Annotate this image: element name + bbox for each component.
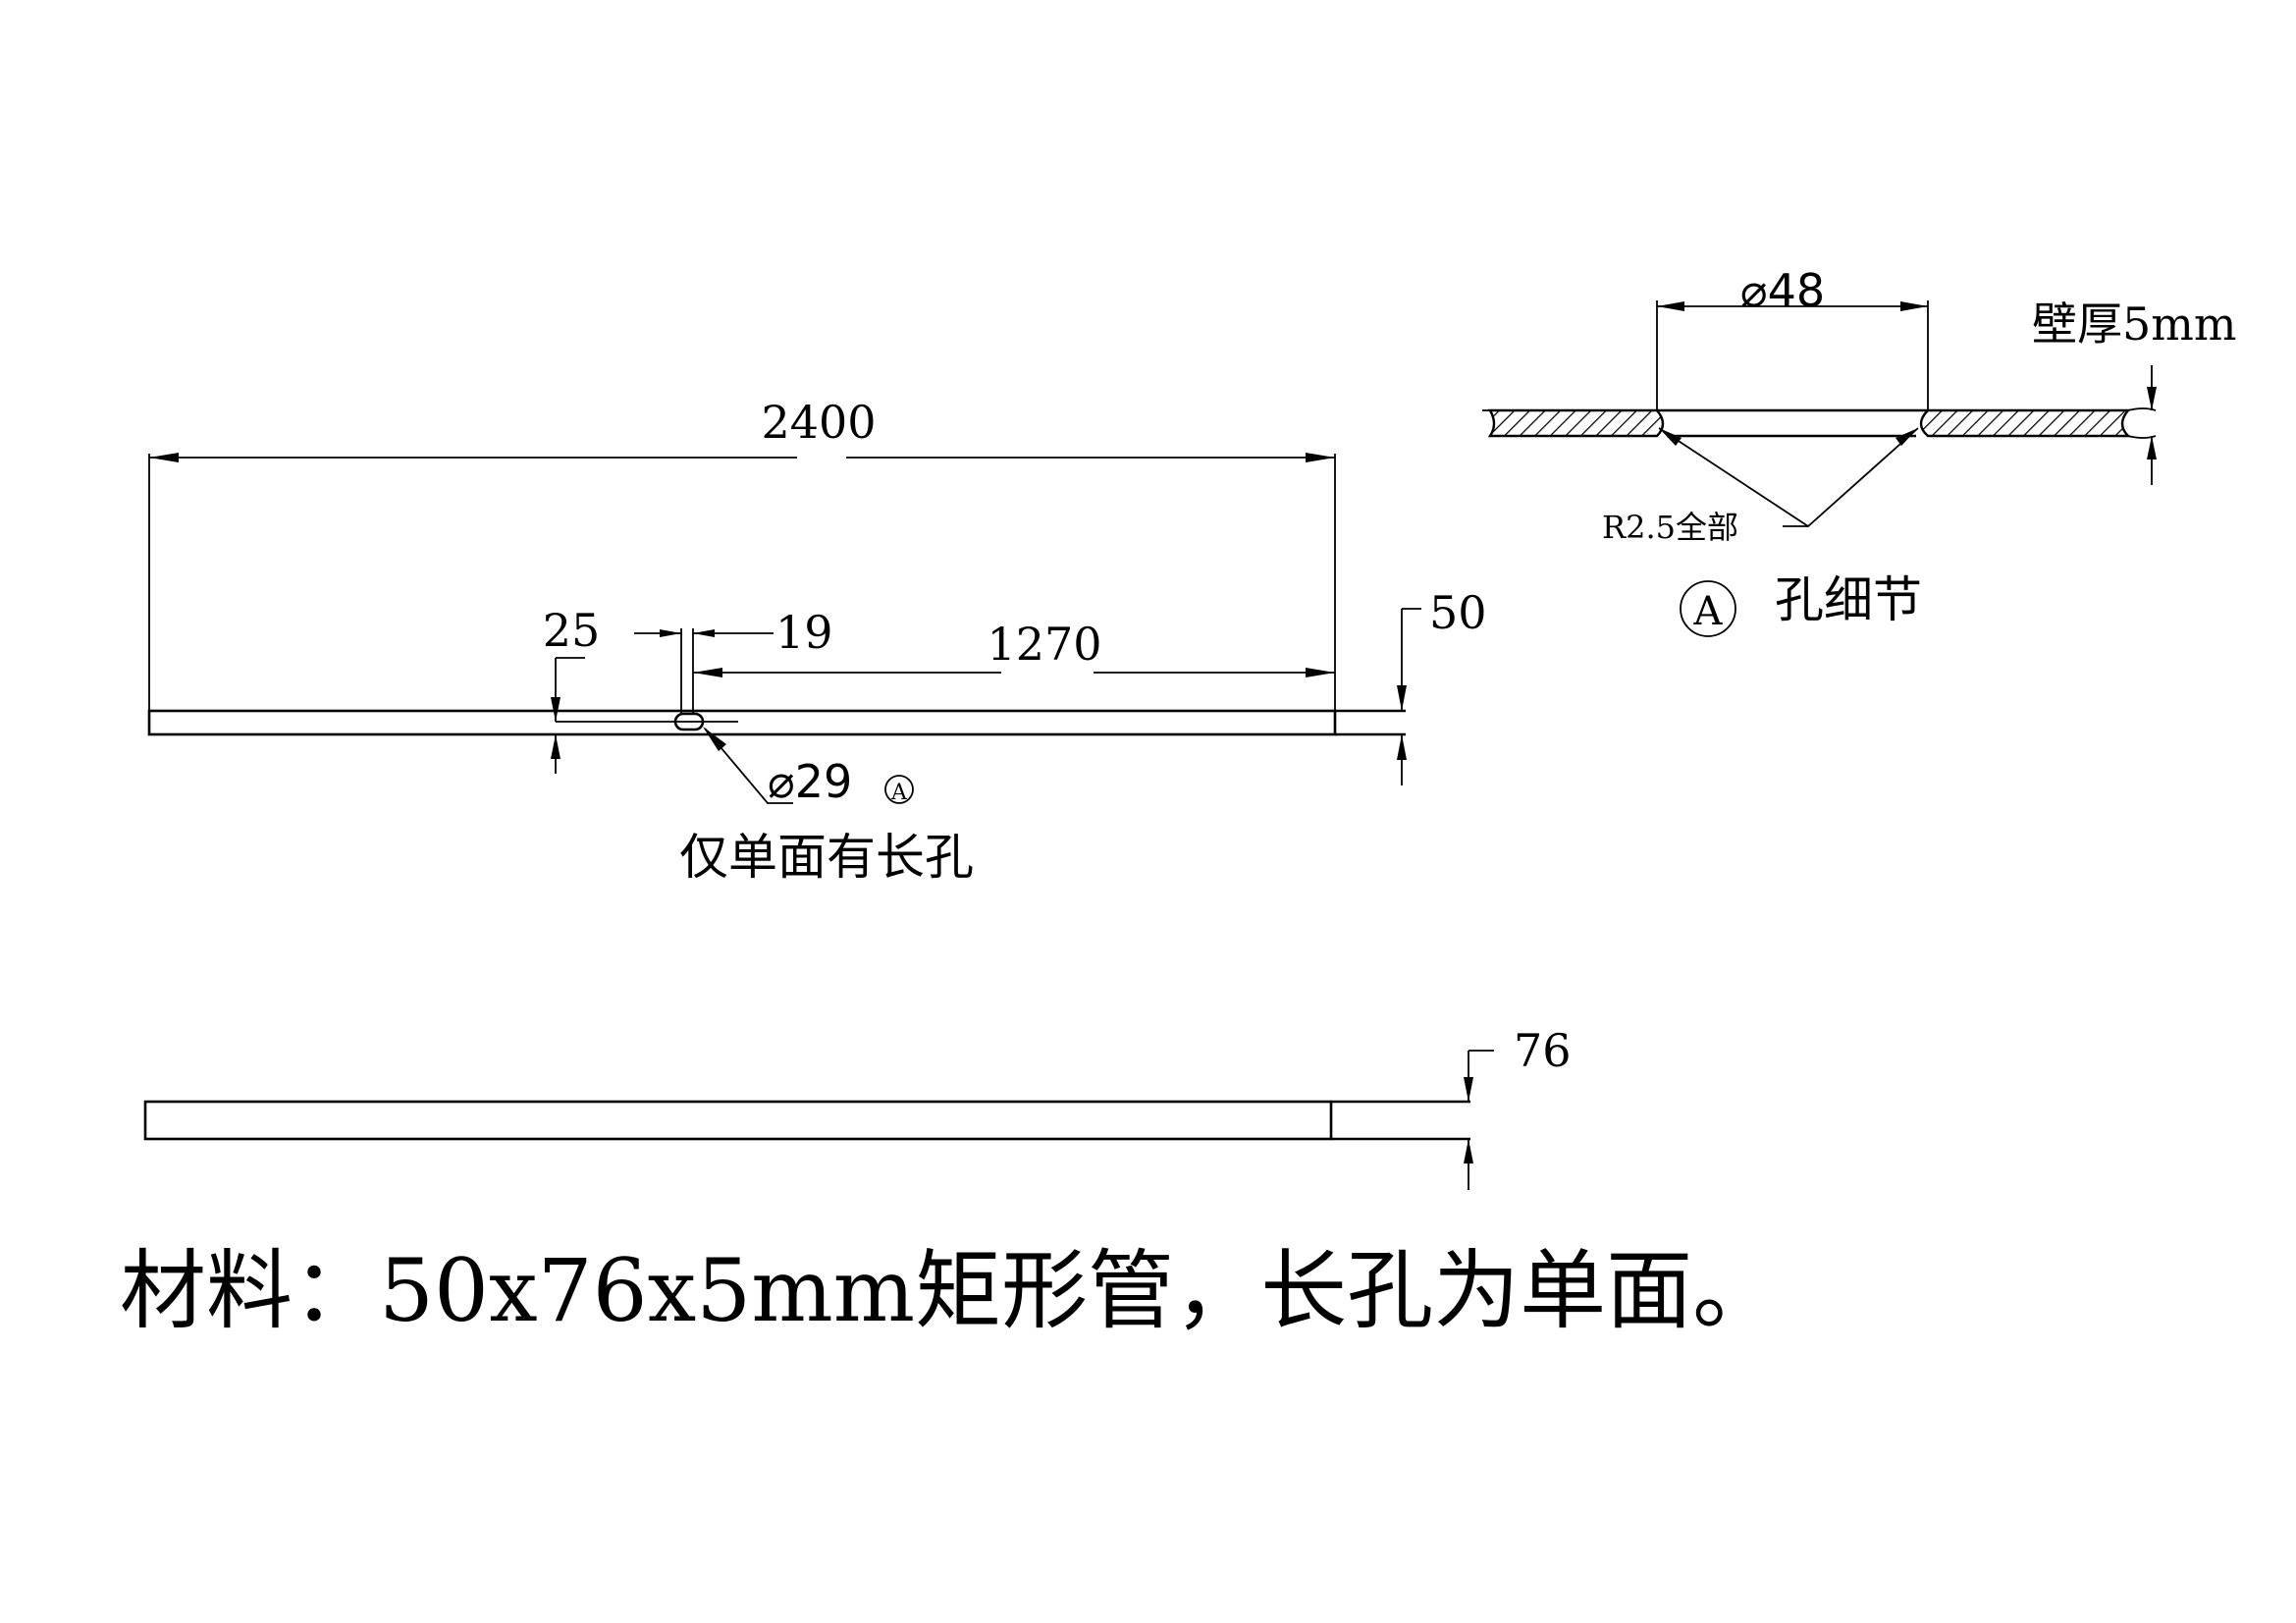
- dim-50-arrow-bottom: [1397, 734, 1407, 760]
- radius-arrow-right: [1896, 428, 1918, 446]
- material-note: 材料：50x76x5mm矩形管，长孔为单面。: [120, 1240, 1779, 1341]
- dim-1270-label: 1270: [987, 618, 1101, 671]
- tube-top-outline: [143, 1100, 1333, 1141]
- detail-a: ⌀48 壁厚5mm R2.5全部 A 孔细节: [1482, 264, 2237, 637]
- hole-leader: [704, 728, 793, 804]
- hole-dia-label: ⌀29: [768, 755, 852, 808]
- dim-48-label: ⌀48: [1740, 264, 1825, 317]
- wall-thickness-label: 壁厚5mm: [2032, 298, 2237, 351]
- dim-25-arrow-top: [551, 697, 561, 722]
- detail-ref-circle-small: [884, 775, 914, 804]
- dim-76-arrow-bottom: [1464, 1139, 1473, 1163]
- detail-ref-letter: A: [1693, 589, 1724, 634]
- dim-76-label: 76: [1514, 1024, 1572, 1077]
- wall-section-right: [1919, 408, 2131, 438]
- tube-front-outline: [147, 709, 1337, 736]
- dim-2400-label: 2400: [761, 396, 876, 449]
- top-view: 76: [143, 1024, 1572, 1190]
- detail-ref-small: A: [890, 781, 908, 805]
- dim-2400-arrow-left: [149, 453, 179, 462]
- dim-19-label: 19: [775, 606, 833, 659]
- detail-title: 孔细节: [1775, 571, 1922, 628]
- dim-50-label: 50: [1429, 586, 1487, 639]
- wall-section-left: [1487, 408, 1665, 438]
- dim-25-label: 25: [543, 604, 601, 657]
- wall-dim-arrow-bottom: [2147, 436, 2157, 460]
- wall-dim-arrow-top: [2147, 387, 2157, 410]
- hole-leader-arrow: [703, 727, 726, 751]
- dim-48-arrow-right: [1900, 301, 1928, 311]
- radius-label: R2.5全部: [1602, 509, 1738, 546]
- slot-note: 仅单面有长孔: [679, 829, 974, 886]
- dim-76-arrow-top: [1464, 1077, 1473, 1102]
- dim-2400-arrow-right: [1306, 453, 1335, 462]
- dim-1270-arrow-right: [1306, 668, 1335, 677]
- detail-ref-circle: [1680, 580, 1736, 637]
- dim-48-arrow-left: [1657, 301, 1684, 311]
- dim-25-arrow-bottom: [551, 734, 561, 759]
- dim-50-arrow-top: [1397, 685, 1407, 711]
- radius-arrow-left: [1659, 428, 1682, 446]
- dim-19-arrow-right: [693, 629, 715, 637]
- dim-19-arrow-left: [660, 629, 681, 637]
- dim-1270-arrow-left: [693, 668, 722, 677]
- wall-edge-right: [2127, 407, 2157, 439]
- front-view: 2400 1270 19 25 50 ⌀29 A 仅单: [147, 396, 1487, 886]
